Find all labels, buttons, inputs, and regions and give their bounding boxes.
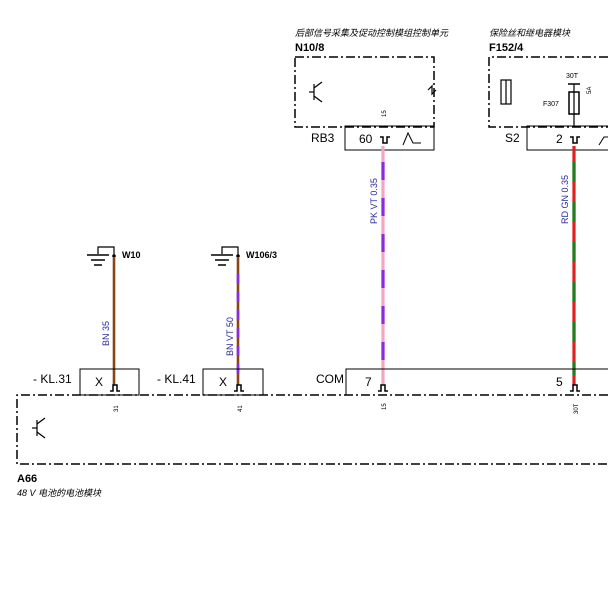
wires: [112, 146, 576, 385]
fuse-top-label: 30T: [566, 73, 579, 80]
connector-kl41-label: - KL.41: [157, 372, 196, 386]
ground-icon: [87, 254, 109, 266]
f152-pin: 2: [556, 132, 563, 146]
connector-com-pin: 7: [365, 375, 372, 389]
transistor-icon: [32, 417, 46, 439]
transistor-icon: [309, 81, 323, 103]
a66-subtitle: 48 V 电池的电池模块: [17, 488, 102, 498]
f152-internal-link-icon: [598, 136, 608, 146]
connector-com-label: COM: [316, 372, 344, 386]
a66-id: A66: [17, 473, 37, 485]
tiny-30t: 30T: [574, 403, 580, 414]
fuse-name: F307: [543, 101, 559, 108]
tiny-15: 15: [382, 403, 388, 410]
connector-kl31-box: [79, 368, 140, 396]
f152-id: F152/4: [489, 42, 524, 54]
pin-symbol-kl31: [110, 384, 120, 392]
f152-subtitle: 保险丝和继电器模块: [489, 28, 571, 38]
wire-label-bn-vt-50: BN VT 50: [225, 317, 235, 356]
fuse-rating: 5A: [587, 87, 593, 94]
f152-pin-symbol: [570, 136, 580, 144]
module-n10-8: 后部信号采集及促动控制模组控制单元 N10/8 15 RB3 60: [294, 28, 449, 151]
f152-connector-box: [526, 125, 608, 151]
w106-lead: [221, 246, 239, 256]
ground-w106-3: W106/3: [211, 246, 277, 266]
n10-internal-link-icon: [402, 131, 421, 146]
connector-kl31-pin: X: [95, 375, 103, 389]
connector-kl41-box: [202, 368, 264, 396]
ground-icon: [211, 254, 233, 266]
pin-symbol-kl41: [234, 384, 244, 392]
pin-symbol-com: [378, 384, 388, 392]
f152-connector-label: S2: [505, 131, 520, 145]
n10-internal-wire-icon: [427, 84, 437, 96]
w10-node: [112, 254, 116, 258]
n10-box: [294, 56, 435, 128]
connector-kl41-pin: X: [219, 375, 227, 389]
n10-pin: 60: [359, 132, 373, 146]
w106-node: [236, 254, 240, 258]
connector-kl31-label: - KL.31: [33, 372, 72, 386]
ground-w10: W10: [87, 246, 141, 266]
wire-label-pk-vt: PK VT 0.35: [369, 178, 379, 224]
wire-label-bn-35: BN 35: [101, 321, 111, 346]
n10-connector-box: [344, 125, 435, 151]
module-f152-4: 保险丝和继电器模块 F152/4 30T F307 5A S2 2: [488, 28, 608, 151]
pin-symbol-30t: [570, 384, 580, 392]
connector-30t-pin: 5: [556, 375, 563, 389]
tiny-31: 31: [114, 405, 120, 412]
module-a66: - KL.31 X - KL.41 X COM 7 5 31 41 15 30T…: [16, 368, 608, 498]
tiny-41: 41: [238, 405, 244, 412]
wire-label-rd-gn: RD GN 0.35: [560, 175, 570, 224]
n10-id: N10/8: [295, 42, 324, 54]
connector-com-box: [345, 368, 608, 395]
n10-connector-label: RB3: [311, 131, 335, 145]
a66-box: [16, 394, 608, 465]
relay-icon: [500, 79, 512, 105]
w10-label: W10: [122, 250, 141, 260]
n10-pin-symbol: [380, 136, 390, 144]
w106-label: W106/3: [246, 250, 277, 260]
n10-subtitle: 后部信号采集及促动控制模组控制单元: [295, 28, 449, 38]
n10-pin-tiny: 15: [382, 110, 388, 117]
f152-box: [488, 56, 608, 128]
w10-lead: [97, 246, 115, 256]
